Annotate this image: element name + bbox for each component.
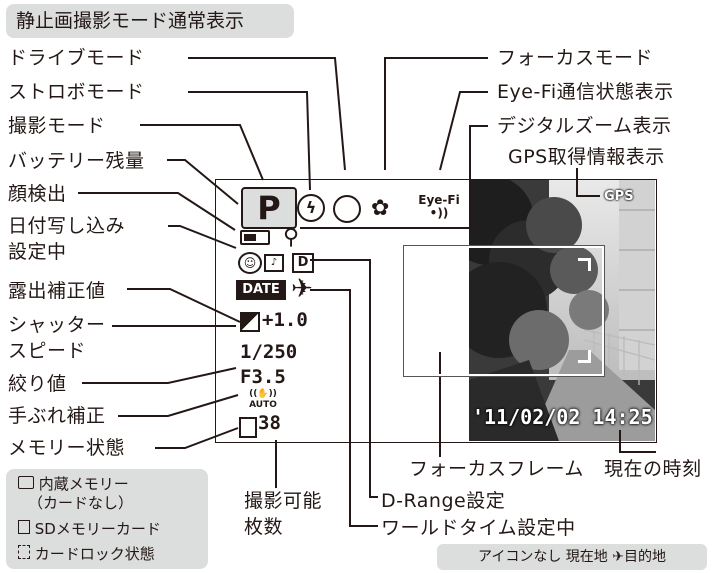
af-corner-tr (578, 258, 591, 271)
datetime-display: '11/02/02 14:25 (472, 405, 653, 429)
af-corner-tl (416, 258, 429, 271)
page-title: 静止画撮影モード通常表示 (6, 4, 294, 38)
label-shooting-mode: 撮影モード (8, 115, 106, 137)
af-corner-bl (416, 350, 429, 363)
zoom-magnifier-icon: ⚲ (283, 225, 300, 250)
focus-frame (404, 246, 604, 376)
label-focus-frame: フォーカスフレーム (409, 458, 584, 480)
legend-item-lock: カードロック状態 (18, 545, 155, 564)
label-shutter-1: シャッター (8, 314, 106, 336)
memory-legend: 内蔵メモリー （カードなし） SDメモリーカード カードロック状態 (6, 469, 208, 569)
aperture-value: F3.5 (240, 366, 286, 388)
shake-reduction-icon: ((✋))AUTO (249, 389, 277, 410)
card-lock-icon (18, 545, 30, 559)
shake-auto: AUTO (249, 400, 277, 410)
sd-legend-icon (18, 520, 30, 534)
label-drange: D-Range設定 (381, 490, 506, 512)
label-remaining-1: 撮影可能 (244, 490, 323, 512)
label-eyefi: Eye-Fi通信状態表示 (497, 81, 674, 103)
label-remaining-2: 枚数 (244, 516, 284, 538)
label-aperture: 絞り値 (8, 373, 67, 395)
eyefi-badge: Eye-Fi (418, 193, 460, 207)
drive-self-timer-icon (333, 195, 361, 223)
legend-item-internal: 内蔵メモリー (18, 475, 129, 494)
af-corner-br (578, 350, 591, 363)
label-shake-reduction: 手ぶれ補正 (8, 405, 106, 427)
world-time-legend: アイコンなし 現在地 ✈目的地 (437, 544, 707, 570)
label-focus-mode: フォーカスモード (497, 47, 654, 69)
face-detect-icon: ☺ (238, 252, 262, 274)
date-icon: DATE (236, 280, 286, 300)
label-world-time: ワールドタイム設定中 (381, 517, 576, 539)
battery-icon (240, 230, 270, 245)
label-digital-zoom: デジタルズーム表示 (497, 115, 672, 137)
legend-internal-sub: （カードなし） (28, 494, 134, 512)
internal-memory-icon (18, 476, 34, 489)
label-date-imprint-1: 日付写し込み (8, 215, 126, 237)
label-current-time: 現在の時刻 (604, 458, 702, 480)
label-strobe-mode: ストロボモード (8, 81, 145, 103)
shooting-mode-badge: P (241, 187, 297, 229)
macro-tulip-icon: ✿ (371, 196, 390, 221)
label-drive-mode: ドライブモード (8, 47, 145, 69)
legend-lock-label: カードロック状態 (34, 545, 155, 563)
drange-icon: D (292, 253, 314, 273)
flash-off-icon: ϟ (297, 194, 325, 222)
label-face-detect: 顔検出 (8, 183, 67, 205)
shots-remaining: 38 (258, 412, 281, 434)
legend-item-sd: SDメモリーカード (18, 520, 161, 539)
label-date-imprint-2: 設定中 (8, 241, 67, 263)
legend-internal-label: 内蔵メモリー (38, 475, 129, 493)
ev-value: +1.0 (262, 309, 308, 331)
shutter-value: 1/250 (240, 341, 298, 363)
label-gps: GPS取得情報表示 (508, 146, 665, 168)
airplane-icon: ✈ (291, 274, 313, 304)
legend-sd-label: SDメモリーカード (34, 520, 161, 538)
gps-icon: GPS (604, 189, 634, 204)
face-sub-icon: ♪ (264, 254, 284, 272)
label-shutter-2: スピード (8, 340, 87, 362)
label-battery: バッテリー残量 (8, 150, 145, 172)
label-memory-status: メモリー状態 (8, 437, 126, 459)
ev-icon (240, 312, 260, 332)
sd-card-icon (239, 417, 257, 438)
eyefi-icon: Eye-Fi•)) (418, 193, 460, 220)
preview-photo (469, 180, 655, 441)
label-ev-comp: 露出補正値 (8, 280, 106, 302)
